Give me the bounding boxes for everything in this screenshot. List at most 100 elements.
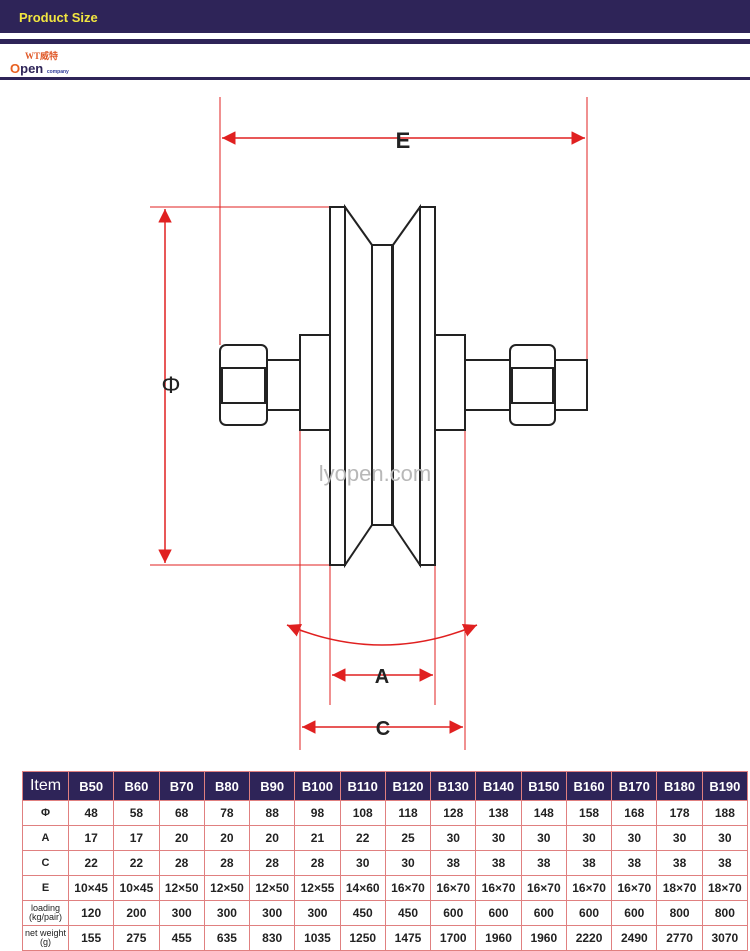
table-cell: 300 <box>158 900 205 926</box>
row-label: loading (kg/pair) <box>22 900 69 926</box>
table-cell: 12×55 <box>294 875 341 901</box>
table-cell: 16×70 <box>430 875 477 901</box>
logo-top: WT威特 <box>25 51 59 61</box>
table-cell: 14×60 <box>339 875 386 901</box>
model-header: B190 <box>701 771 749 801</box>
table-cell: 38 <box>656 850 703 876</box>
table-cell: 300 <box>294 900 341 926</box>
table-cell: 20 <box>203 825 251 851</box>
table-cell: 178 <box>656 800 703 826</box>
table-cell: 800 <box>701 900 749 926</box>
model-header: B80 <box>203 771 251 801</box>
table-cell: 38 <box>701 850 749 876</box>
model-header: B140 <box>475 771 522 801</box>
model-header: B180 <box>656 771 703 801</box>
header-band: Product Size <box>0 0 750 33</box>
table-cell: 300 <box>203 900 251 926</box>
model-header: B170 <box>611 771 658 801</box>
table-cell: 12×50 <box>158 875 205 901</box>
table-cell: 22 <box>113 850 160 876</box>
table-cell: 600 <box>430 900 477 926</box>
table-cell: 30 <box>384 850 432 876</box>
table-cell: 17 <box>67 825 115 851</box>
table-cell: 10×45 <box>113 875 160 901</box>
table-cell: 22 <box>67 850 115 876</box>
table-cell: 12×50 <box>203 875 251 901</box>
table-cell: 450 <box>384 900 432 926</box>
model-header: B130 <box>430 771 477 801</box>
table-cell: 600 <box>611 900 658 926</box>
table-cell: 16×70 <box>384 875 432 901</box>
table-cell: 22 <box>339 825 386 851</box>
logo: Open company <box>10 61 69 76</box>
table-cell: 16×70 <box>565 875 613 901</box>
table-cell: 28 <box>203 850 251 876</box>
table-cell: 10×45 <box>67 875 115 901</box>
table-cell: 16×70 <box>520 875 567 901</box>
table-cell: 148 <box>520 800 567 826</box>
table-cell: 108 <box>339 800 386 826</box>
divider <box>0 77 750 80</box>
table-cell: 30 <box>611 825 658 851</box>
table-cell: 38 <box>520 850 567 876</box>
table-cell: 2490 <box>611 925 658 951</box>
row-label: Φ <box>22 800 69 826</box>
table-cell: 20 <box>158 825 205 851</box>
table-cell: 17 <box>113 825 160 851</box>
label-a: A <box>375 666 389 688</box>
table-cell: 20 <box>249 825 296 851</box>
table-cell: 48 <box>67 800 115 826</box>
table-cell: 30 <box>565 825 613 851</box>
table-cell: 68 <box>158 800 205 826</box>
table-cell: 98 <box>294 800 341 826</box>
table-cell: 58 <box>113 800 160 826</box>
table-cell: 800 <box>656 900 703 926</box>
label-phi: Φ <box>161 372 180 399</box>
table-cell: 30 <box>430 825 477 851</box>
model-header: B110 <box>339 771 386 801</box>
model-header: B60 <box>113 771 160 801</box>
table-cell: 138 <box>475 800 522 826</box>
table-cell: 168 <box>611 800 658 826</box>
table-cell: 600 <box>565 900 613 926</box>
table-cell: 28 <box>249 850 296 876</box>
watermark: lyopen.com <box>319 461 432 486</box>
table-cell: 200 <box>113 900 160 926</box>
table-cell: 38 <box>611 850 658 876</box>
model-header: B150 <box>520 771 567 801</box>
table-cell: 30 <box>656 825 703 851</box>
table-cell: 188 <box>701 800 749 826</box>
table-cell: 600 <box>475 900 522 926</box>
page-title: Product Size <box>19 10 98 25</box>
table-cell: 38 <box>430 850 477 876</box>
table-cell: 88 <box>249 800 296 826</box>
table-cell: 300 <box>249 900 296 926</box>
table-cell: 120 <box>67 900 115 926</box>
table-cell: 30 <box>520 825 567 851</box>
table-cell: 18×70 <box>656 875 703 901</box>
table-cell: 78 <box>203 800 251 826</box>
table-cell: 450 <box>339 900 386 926</box>
table-cell: 12×50 <box>249 875 296 901</box>
table-cell: 16×70 <box>475 875 522 901</box>
divider <box>0 39 750 44</box>
model-header: B50 <box>67 771 115 801</box>
row-label: E <box>22 875 69 901</box>
table-cell: 158 <box>565 800 613 826</box>
table-cell: 25 <box>384 825 432 851</box>
logo-brand: pen <box>20 61 44 76</box>
model-header: B160 <box>565 771 613 801</box>
model-header: B120 <box>384 771 432 801</box>
model-header: B70 <box>158 771 205 801</box>
wheel-diagram: E Φ A C lyopen.com <box>150 97 588 750</box>
table-cell: 38 <box>475 850 522 876</box>
table-cell: 16×70 <box>611 875 658 901</box>
table-cell: 30 <box>475 825 522 851</box>
table-cell: 118 <box>384 800 432 826</box>
